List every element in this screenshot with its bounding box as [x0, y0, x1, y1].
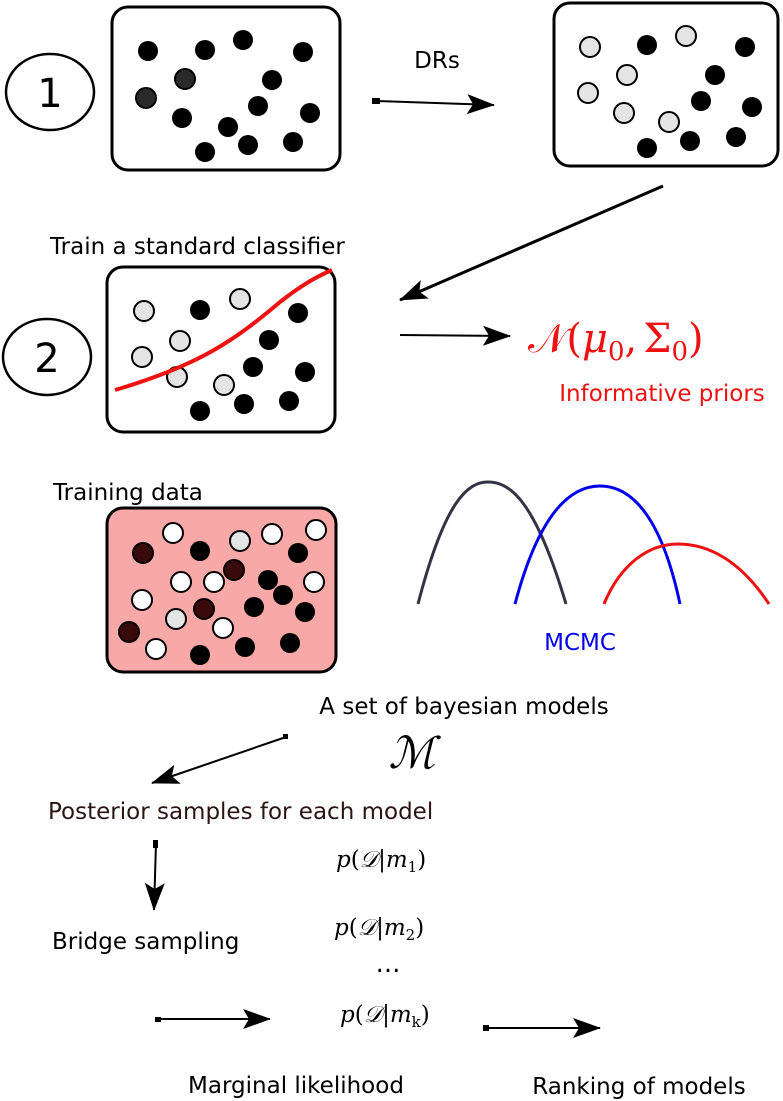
posterior-curve-blue	[513, 484, 682, 605]
evidence-term-k: p(𝒟|mk)	[340, 1002, 430, 1031]
training-data-label: Training data	[52, 480, 203, 506]
drs-label: DRs	[414, 48, 460, 74]
step1-number-ellipse	[4, 52, 96, 132]
posterior-curve-dark	[416, 480, 568, 605]
evidence-ellipsis: ...	[376, 949, 401, 979]
dataset-box-relabeled	[552, 1, 780, 168]
arrow-to-posterior	[151, 736, 287, 784]
step1-number: 1	[37, 71, 62, 117]
step2-number: 2	[34, 336, 59, 382]
classifier-title: Train a standard classifier	[49, 234, 345, 260]
posterior-samples-label: Posterior samples for each model	[48, 799, 433, 825]
evidence-term-2: p(𝒟|m2)	[334, 915, 424, 944]
bayesian-models-label: A set of bayesian models	[319, 694, 608, 720]
classifier-box	[105, 265, 337, 434]
ranking-label: Ranking of models	[532, 1074, 745, 1100]
marginal-likelihood-label: Marginal likelihood	[188, 1073, 404, 1099]
drs-arrow	[375, 94, 495, 115]
dataset-box-initial	[110, 5, 342, 172]
mcmc-label: MCMC	[544, 630, 616, 656]
decision-boundary	[114, 268, 333, 392]
arrow-to-priors	[399, 325, 511, 346]
posterior-curve-red	[602, 542, 771, 605]
dataset-points-initial	[135, 30, 320, 162]
step2-number-ellipse	[1, 317, 93, 397]
classifier-points	[131, 288, 315, 421]
bridge-sampling-label: Bridge sampling	[52, 929, 239, 955]
dataset-points-relabeled	[577, 25, 762, 158]
informative-priors-label: Informative priors	[559, 381, 765, 407]
arrow-to-classifier	[399, 184, 664, 302]
evidence-term-1: p(𝒟|m1)	[336, 847, 426, 876]
evidence-list: p(𝒟|m1) p(𝒟|m2) ... p(𝒟|mk)	[334, 847, 430, 1031]
model-set-symbol: ℳ	[388, 728, 441, 779]
training-data-points	[118, 519, 327, 665]
prior-formula: 𝒩(μ0,Σ0)	[528, 316, 704, 367]
arrow-to-bridge	[144, 842, 165, 911]
